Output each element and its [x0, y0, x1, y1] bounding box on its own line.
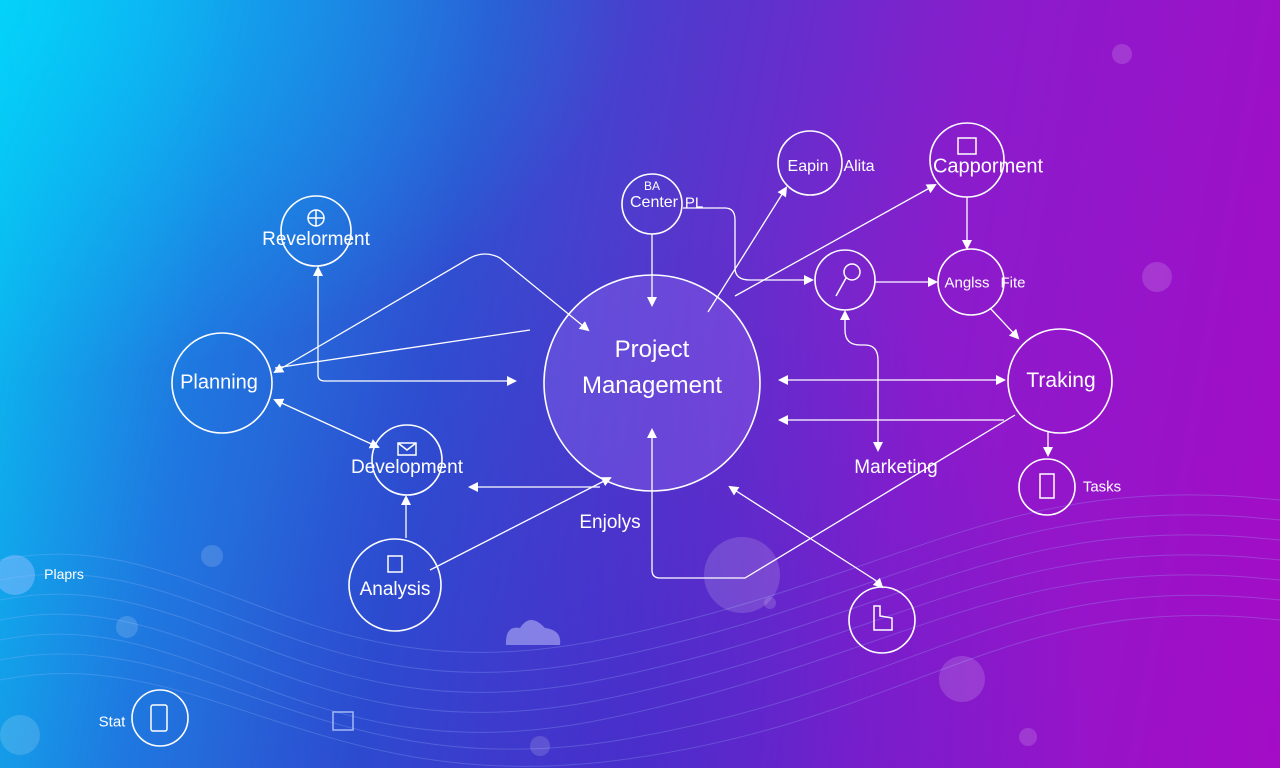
development-label: Development: [351, 457, 463, 478]
planning-node[interactable]: [171, 332, 273, 434]
key-icon: [843, 263, 861, 281]
stat-node[interactable]: [131, 689, 189, 747]
analysis-label: Analysis: [359, 579, 431, 600]
mail-icon: [397, 442, 417, 456]
marketing-label: Marketing: [854, 457, 938, 478]
capporment-label: Capporment: [932, 155, 1044, 178]
eapin-side-label: Alita: [843, 158, 875, 175]
node-icons: [150, 137, 1055, 732]
tasks-icon: [1039, 473, 1055, 499]
wave-lines: [0, 494, 1280, 767]
traking-node[interactable]: [1007, 328, 1113, 434]
calendar-icon: [957, 137, 977, 155]
plaprs-label: Plaprs: [44, 566, 84, 582]
phone-icon: [150, 704, 168, 732]
planning-label: Planning: [180, 371, 258, 394]
tasks-label: Tasks: [1082, 478, 1122, 496]
globe-icon: [0, 555, 35, 595]
center-icon-label: BA: [643, 179, 661, 193]
checkbox-icon: [332, 711, 354, 731]
anglss-side-label: Fite: [1000, 274, 1026, 292]
arrows: [273, 184, 1053, 589]
hand-node[interactable]: [848, 586, 916, 654]
clipboard-icon: [387, 555, 403, 573]
enjolys-label: Enjolys: [579, 512, 641, 533]
hand-pointer-icon: [873, 605, 893, 631]
anglss-label: Anglss: [944, 274, 990, 292]
analysis-node[interactable]: [348, 538, 442, 632]
eapin-label: Eapin: [787, 158, 829, 175]
eapin-node[interactable]: [777, 130, 843, 196]
traking-label: Traking: [1026, 369, 1096, 392]
center-side-label: PL: [684, 194, 704, 212]
stat-label: Stat: [98, 713, 126, 731]
center-label: Center: [629, 194, 679, 211]
revelorment-label: Revelorment: [262, 229, 370, 250]
tasks-node[interactable]: [1018, 458, 1076, 516]
cloud-icon: [505, 620, 561, 645]
